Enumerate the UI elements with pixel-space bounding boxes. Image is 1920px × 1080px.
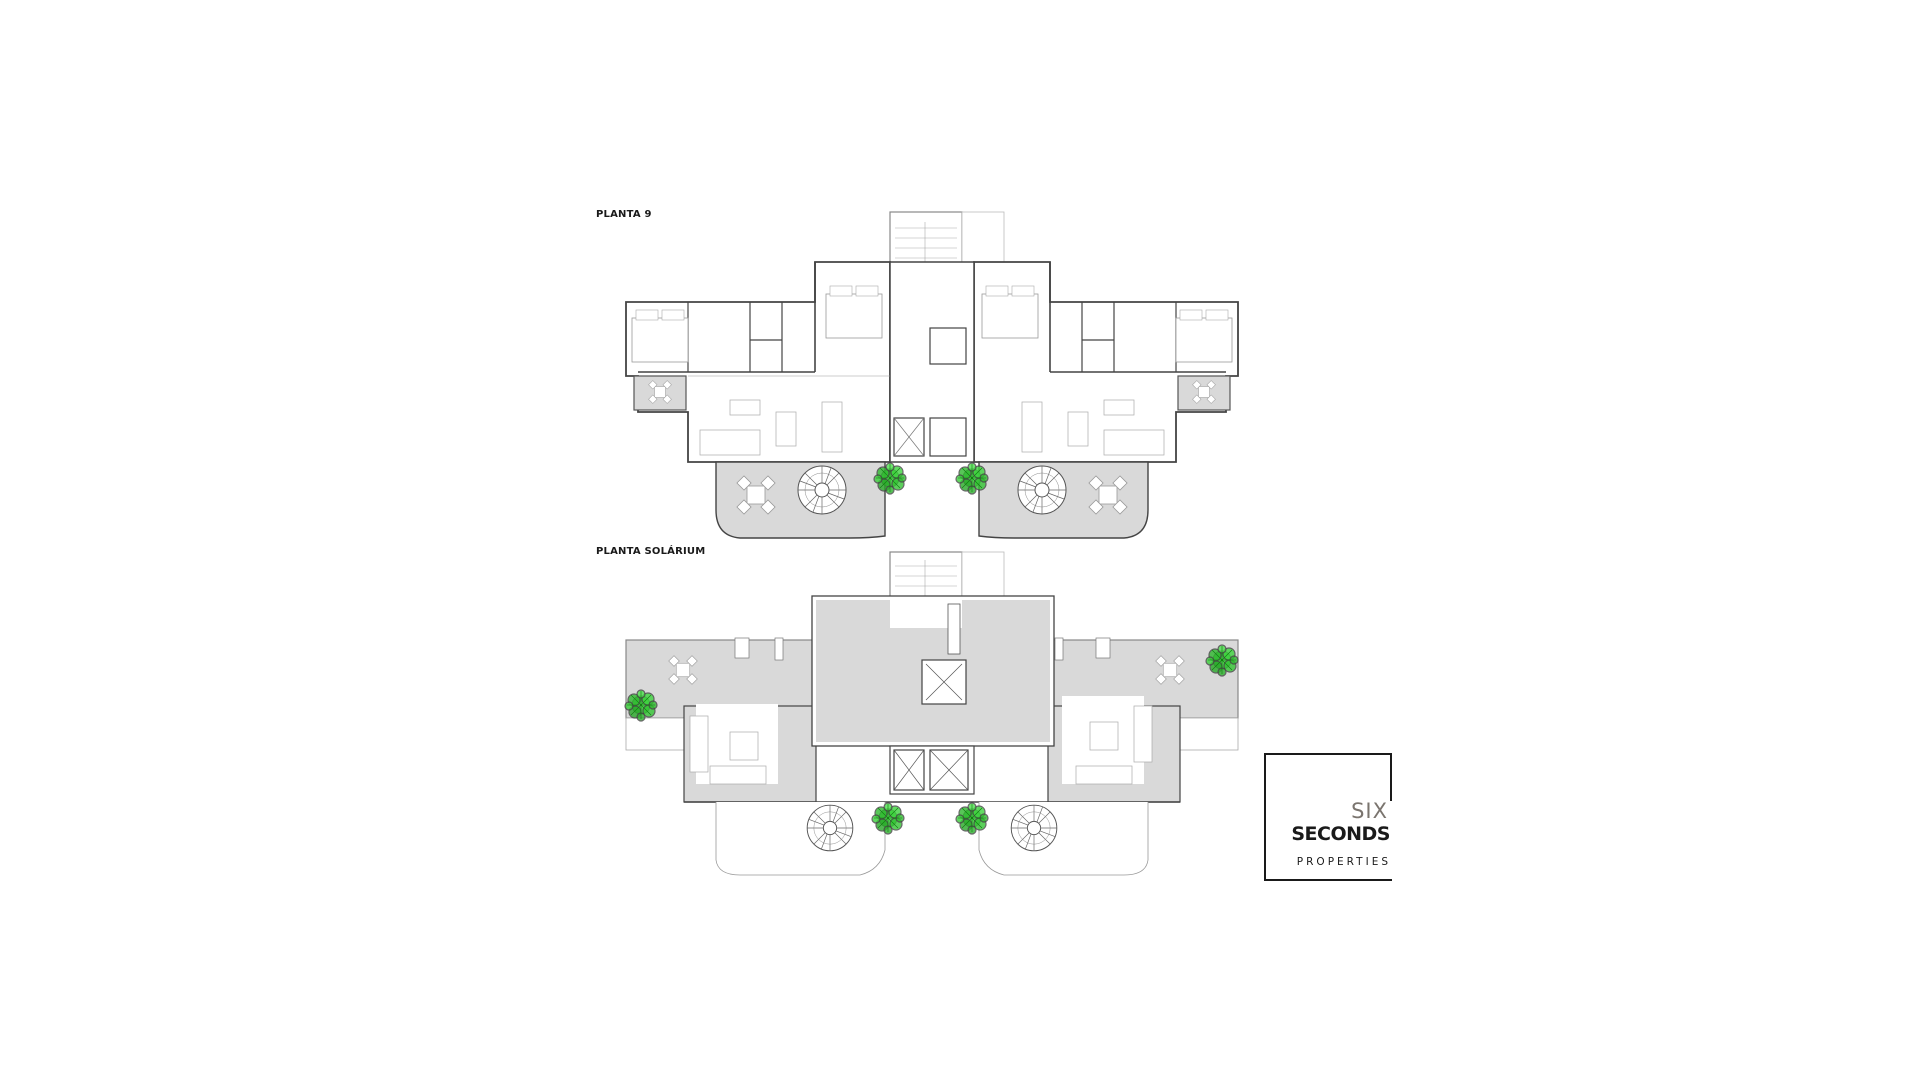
six-seconds-logo: SIX SECONDS PROPERTIES xyxy=(1264,753,1394,883)
logo-six-text: SIX xyxy=(1351,799,1388,823)
planta-solarium-title: PLANTA SOLÁRIUM xyxy=(596,546,706,557)
logo-frame-bottom xyxy=(1264,879,1392,881)
planta-9-plan xyxy=(625,211,1239,539)
logo-frame-top xyxy=(1264,753,1392,755)
logo-frame-right xyxy=(1390,753,1392,801)
planta-9-title: PLANTA 9 xyxy=(596,209,652,220)
planta-solarium-plan xyxy=(624,551,1239,876)
logo-seconds-text: SECONDS xyxy=(1291,823,1390,845)
logo-frame-left xyxy=(1264,753,1266,881)
logo-properties-text: PROPERTIES xyxy=(1296,856,1391,868)
